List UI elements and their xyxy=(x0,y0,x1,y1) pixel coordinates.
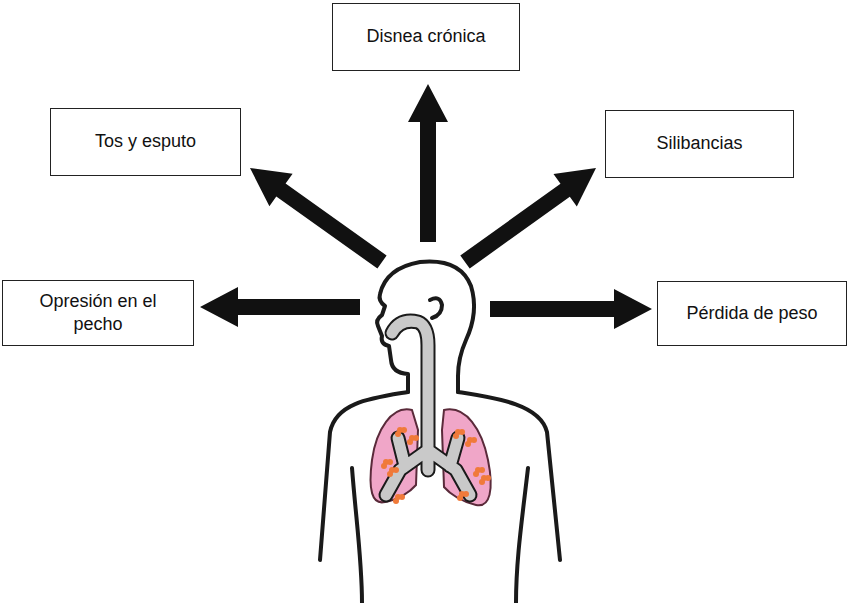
lesion-spots xyxy=(381,427,491,504)
spot xyxy=(401,427,407,433)
airway xyxy=(386,321,470,495)
arrow xyxy=(250,168,387,269)
spot xyxy=(485,475,491,481)
spot xyxy=(387,471,393,477)
spot xyxy=(393,498,399,504)
symptom-label: Opresión en el pecho xyxy=(13,290,183,337)
symptom-label: Disnea crónica xyxy=(366,25,485,48)
symptom-box: Tos y esputo xyxy=(50,108,241,176)
symptom-box: Disnea crónica xyxy=(332,3,520,71)
person-outline xyxy=(320,262,560,603)
symptom-arrows xyxy=(200,84,652,329)
arrow xyxy=(408,84,448,242)
spot xyxy=(407,439,413,445)
arrow xyxy=(490,289,652,329)
symptom-label: Silibancias xyxy=(656,132,742,155)
spot xyxy=(457,495,463,501)
symptom-label: Pérdida de peso xyxy=(686,302,817,325)
symptom-box: Pérdida de peso xyxy=(657,281,847,346)
spot xyxy=(393,467,399,473)
spot xyxy=(479,467,485,473)
spot xyxy=(459,429,465,435)
spot xyxy=(395,431,401,437)
spot xyxy=(479,479,485,485)
symptom-box: Silibancias xyxy=(605,110,794,178)
spot xyxy=(463,491,469,497)
spot xyxy=(413,435,419,441)
arrow xyxy=(200,287,360,327)
spot xyxy=(453,433,459,439)
spot xyxy=(473,471,479,477)
spot xyxy=(465,441,471,447)
spot xyxy=(387,459,393,465)
spot xyxy=(381,463,387,469)
arrow xyxy=(460,168,596,269)
spot xyxy=(471,437,477,443)
symptom-box: Opresión en el pecho xyxy=(2,280,194,346)
symptom-label: Tos y esputo xyxy=(95,130,196,153)
spot xyxy=(399,494,405,500)
